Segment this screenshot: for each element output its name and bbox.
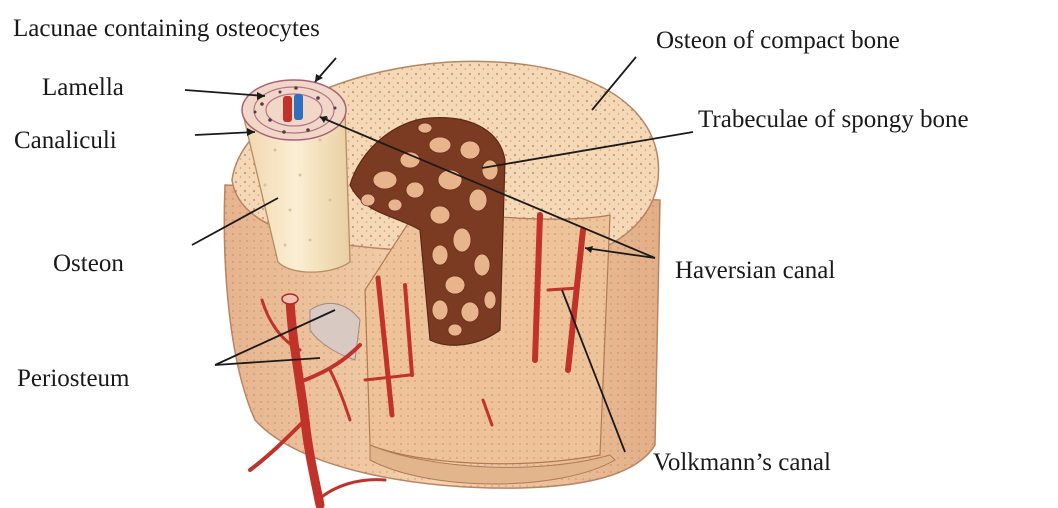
label-lamella: Lamella [42, 75, 124, 100]
label-periosteum: Periosteum [17, 366, 130, 391]
label-canaliculi: Canaliculi [14, 128, 117, 153]
label-osteon-compact: Osteon of compact bone [656, 28, 900, 53]
label-volkmann: Volkmann’s canal [653, 450, 831, 475]
leader-canaliculi [195, 132, 255, 135]
label-osteon: Osteon [53, 251, 124, 276]
label-haversian: Haversian canal [675, 258, 835, 283]
label-lacunae: Lacunae containing osteocytes [13, 16, 320, 41]
vein-in-canal [294, 94, 303, 120]
label-trabeculae: Trabeculae of spongy bone [698, 107, 969, 132]
artery-in-canal [283, 96, 292, 122]
